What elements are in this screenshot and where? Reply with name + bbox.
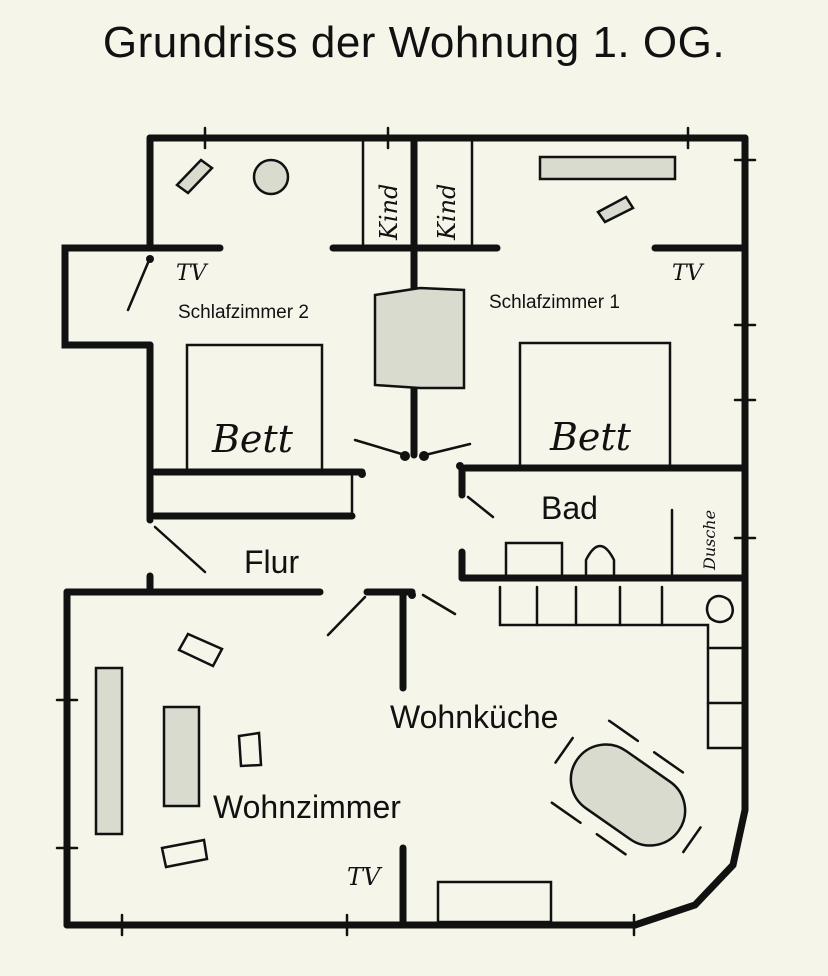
kitchen-sink (705, 594, 734, 624)
label-flur: Flur (244, 544, 299, 580)
label-wohnzimmer: Wohnzimmer (213, 789, 401, 825)
wall-ticks (55, 126, 757, 937)
dining-table (569, 743, 687, 847)
side-table-sz1 (596, 195, 635, 224)
toilet (584, 544, 616, 577)
round-table-sz2 (252, 158, 290, 196)
door-swings (126, 255, 495, 637)
label-bad: Bad (541, 490, 598, 526)
label-wohnkueche: Wohnküche (390, 699, 558, 735)
label-bett-right: Bett (549, 415, 632, 459)
chair-2 (237, 731, 263, 768)
label-tv-wohn: TV (347, 863, 383, 891)
label-schlafzimmer2: Schlafzimmer 2 (178, 302, 309, 323)
bath-cabinet (504, 541, 564, 579)
label-bett-left: Bett (211, 417, 294, 461)
label-tv-sz1: TV (672, 261, 705, 286)
label-kind-left: Kind (375, 184, 403, 241)
room-labels: Schlafzimmer 2 Schlafzimmer 1 Bad Flur W… (178, 292, 620, 825)
dresser-sz1 (538, 155, 677, 181)
chair-3 (160, 838, 209, 869)
side-table-sz2 (175, 158, 214, 195)
partitions (350, 138, 744, 750)
bed-right (518, 341, 672, 470)
shelf-left (94, 666, 124, 836)
bed-left (185, 343, 324, 472)
wardrobe (373, 286, 466, 390)
sofa (162, 705, 201, 808)
label-tv-sz2: TV (176, 261, 209, 286)
label-schlafzimmer1: Schlafzimmer 1 (489, 292, 620, 313)
outer-walls (61, 134, 749, 929)
tv-board (436, 880, 553, 924)
plan-title: Grundriss der Wohnung 1. OG. (102, 18, 726, 67)
label-dusche: Dusche (700, 510, 719, 571)
furniture (94, 155, 734, 924)
handwritten-labels: Bett Bett Kind Kind TV TV TV Dusche (176, 184, 719, 891)
chair-1 (177, 632, 224, 668)
label-kind-right: Kind (433, 184, 461, 241)
